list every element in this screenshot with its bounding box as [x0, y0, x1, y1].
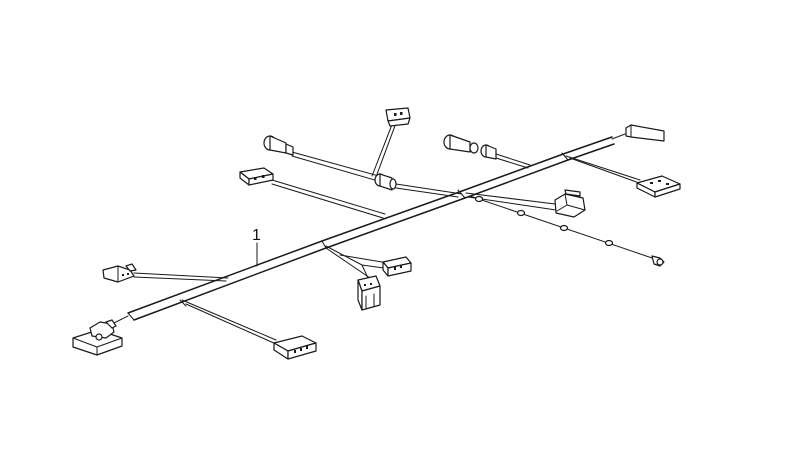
- connector-round-plug-left: [263, 135, 294, 156]
- connector-left-middle: [239, 167, 274, 186]
- connector-middle-right: [382, 256, 412, 277]
- wire-sleeves: [474, 195, 614, 247]
- connector-left-small: [102, 263, 137, 283]
- branch-wires: [111, 121, 656, 345]
- connector-center-right: [554, 189, 586, 218]
- grommet-upper: [374, 173, 397, 191]
- connector-middle-lower: [357, 275, 381, 311]
- ring-terminal: [651, 255, 665, 267]
- connector-round-plug-right: [443, 134, 497, 160]
- connector-top-right: [625, 124, 665, 142]
- connector-top-small: [385, 107, 411, 127]
- connector-bottom-left-large: [72, 319, 123, 356]
- connector-bottom-middle: [273, 335, 317, 360]
- connector-right-large: [636, 175, 681, 198]
- callout-label-1: 1: [252, 227, 261, 244]
